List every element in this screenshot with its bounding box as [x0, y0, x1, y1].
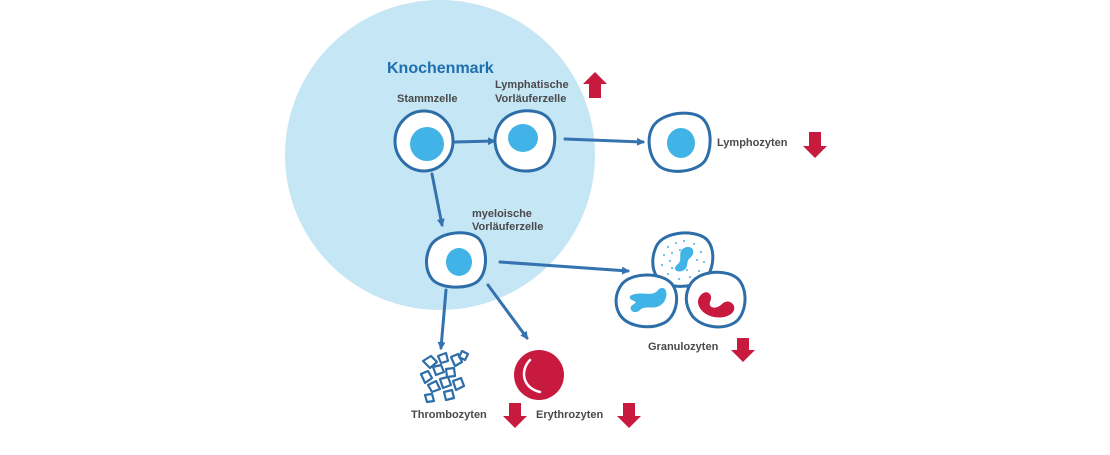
arrow-stem-to-myelo-progenitor [430, 172, 445, 227]
neutrophil-nucleus [629, 287, 667, 313]
myeloid-progenitor-label-line1: myeloische [472, 208, 532, 220]
stem-cell-nucleus [410, 127, 444, 161]
erythrocyte-cell [514, 350, 564, 400]
trend-arrows [503, 72, 827, 428]
myeloid-progenitor-cell [425, 231, 487, 289]
thrombocytes-group [419, 349, 470, 404]
lymphocyte-cell [647, 111, 712, 173]
stem-cell-label: Stammzelle [397, 93, 458, 105]
myeloid-progenitor-label-line2: Vorläuferzelle [472, 221, 544, 233]
lymphatic-progenitor-label-line1: Lymphatische [495, 79, 569, 91]
trend-down-arrow-thrombocytes [503, 403, 527, 428]
lymphatic-progenitor-label-line2: Vorläuferzelle [495, 93, 567, 105]
lymphocytes-label: Lymphozyten [717, 137, 788, 149]
bone-marrow-title: Knochenmark [387, 60, 494, 77]
myeloid-progenitor-nucleus [446, 248, 472, 276]
flow-arrows [430, 137, 645, 350]
stem-cell [393, 109, 455, 173]
trend-down-arrow-lymphocytes [803, 132, 827, 158]
lymphatic-progenitor-cell [493, 109, 557, 173]
arrow-stem-to-lymph-progenitor [453, 137, 496, 146]
thrombocytes-label: Thrombozyten [411, 409, 487, 421]
arrow-myelo-to-erythrocytes [486, 283, 529, 340]
arrow-myelo-to-thrombocytes [437, 288, 448, 350]
arrow-myelo-to-granulocytes [498, 260, 630, 275]
arrow-lymph-progenitor-to-lymphocyte [563, 137, 645, 146]
trend-up-arrow-lymph-progenitor [583, 72, 607, 98]
granulocytes-label: Granulozyten [648, 341, 719, 353]
lymphatic-progenitor-nucleus [508, 124, 538, 152]
trend-down-arrow-erythrocytes [617, 403, 641, 428]
eosinophil-nucleus [698, 292, 735, 318]
basophil-nucleus [675, 246, 694, 272]
lymphocyte-nucleus [667, 128, 695, 158]
granulocytes-group [614, 231, 747, 329]
erythrocytes-label: Erythrozyten [536, 409, 604, 421]
trend-down-arrow-granulocytes [731, 338, 755, 362]
neutrophil-cell [614, 273, 679, 329]
eosinophil-cell [684, 270, 747, 329]
